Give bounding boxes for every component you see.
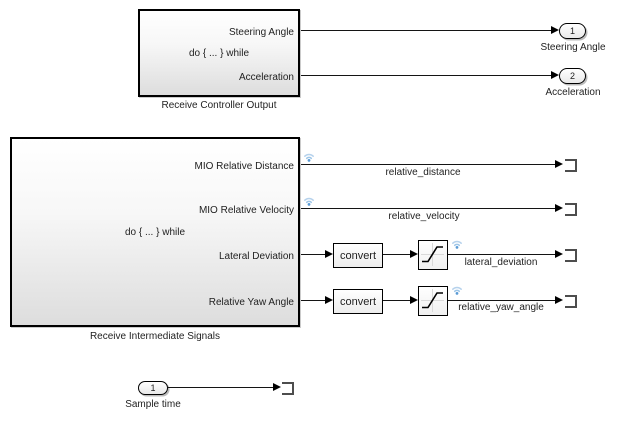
outport-number: 2 bbox=[569, 70, 575, 81]
arrowhead-icon bbox=[555, 250, 563, 258]
wireless-logging-icon[interactable] bbox=[302, 193, 316, 207]
arrowhead-icon bbox=[273, 383, 281, 391]
wire-lateral-deviation[interactable] bbox=[301, 254, 325, 255]
terminator-block[interactable] bbox=[565, 159, 577, 172]
outport-label-mio-relative-velocity: MIO Relative Velocity bbox=[198, 205, 294, 216]
wire-relative-yaw-angle[interactable] bbox=[383, 300, 410, 301]
arrowhead-icon bbox=[410, 250, 418, 258]
arrowhead-icon bbox=[551, 71, 559, 79]
arrowhead-icon bbox=[555, 160, 563, 168]
wire-relative-distance[interactable] bbox=[301, 164, 555, 165]
wire-relative-yaw-angle[interactable] bbox=[301, 300, 325, 301]
data-type-conversion-block[interactable]: convert bbox=[333, 243, 383, 268]
outport-2-acceleration[interactable]: 2 bbox=[559, 68, 586, 84]
signal-label-relative-velocity[interactable]: relative_velocity bbox=[388, 211, 460, 222]
saturation-curve-icon bbox=[421, 243, 444, 266]
terminator-block[interactable] bbox=[565, 249, 577, 262]
arrowhead-icon bbox=[555, 296, 563, 304]
do-while-annotation: do { ... } while bbox=[124, 226, 186, 238]
arrowhead-icon bbox=[325, 250, 333, 258]
outport-label-mio-relative-distance: MIO Relative Distance bbox=[194, 161, 294, 172]
subsystem-name-receive-controller-output: Receive Controller Output bbox=[161, 100, 277, 111]
wireless-logging-icon[interactable] bbox=[450, 282, 464, 296]
arrowhead-icon bbox=[325, 296, 333, 304]
subsystem-receive-controller-output[interactable]: do { ... } while Steering Angle Accelera… bbox=[138, 9, 300, 97]
terminator-block[interactable] bbox=[565, 295, 577, 308]
wire-relative-velocity[interactable] bbox=[301, 208, 555, 209]
saturation-block[interactable] bbox=[418, 286, 448, 316]
wireless-logging-icon[interactable] bbox=[302, 149, 316, 163]
inport-sample-time-label: Sample time bbox=[125, 399, 181, 410]
signal-label-relative-yaw-angle[interactable]: relative_yaw_angle bbox=[458, 302, 544, 313]
outport-label-lateral-deviation: Lateral Deviation bbox=[218, 251, 294, 262]
signal-label-relative-distance[interactable]: relative_distance bbox=[385, 167, 461, 178]
signal-label-lateral-deviation[interactable]: lateral_deviation bbox=[464, 257, 538, 268]
terminator-block[interactable] bbox=[565, 203, 577, 216]
outport-number: 1 bbox=[569, 25, 575, 36]
arrowhead-icon bbox=[555, 204, 563, 212]
wire-lateral-deviation[interactable] bbox=[448, 254, 555, 255]
terminator-block[interactable] bbox=[282, 382, 294, 395]
wire-lateral-deviation[interactable] bbox=[383, 254, 410, 255]
saturation-curve-icon bbox=[421, 289, 444, 312]
do-while-annotation: do { ... } while bbox=[188, 47, 250, 59]
data-type-conversion-block[interactable]: convert bbox=[333, 289, 383, 314]
subsystem-receive-intermediate-signals[interactable]: do { ... } while MIO Relative Distance M… bbox=[10, 137, 300, 327]
wire-steering-angle[interactable] bbox=[301, 30, 551, 31]
inport-1-sample-time[interactable]: 1 bbox=[138, 381, 168, 395]
wire-sample-time[interactable] bbox=[168, 387, 273, 388]
outport-1-label: Steering Angle bbox=[540, 42, 606, 53]
arrowhead-icon bbox=[551, 26, 559, 34]
inport-number: 1 bbox=[150, 382, 156, 393]
subsystem-name-receive-intermediate-signals: Receive Intermediate Signals bbox=[89, 331, 221, 342]
saturation-block[interactable] bbox=[418, 240, 448, 270]
outport-2-label: Acceleration bbox=[545, 87, 601, 98]
outport-label-acceleration: Acceleration bbox=[238, 72, 294, 83]
wire-acceleration[interactable] bbox=[301, 75, 551, 76]
wire-relative-yaw-angle[interactable] bbox=[448, 300, 555, 301]
arrowhead-icon bbox=[410, 296, 418, 304]
outport-label-steering-angle: Steering Angle bbox=[228, 27, 294, 38]
wireless-logging-icon[interactable] bbox=[450, 236, 464, 250]
outport-1-steering-angle[interactable]: 1 bbox=[559, 23, 586, 39]
outport-label-relative-yaw-angle: Relative Yaw Angle bbox=[208, 297, 294, 308]
